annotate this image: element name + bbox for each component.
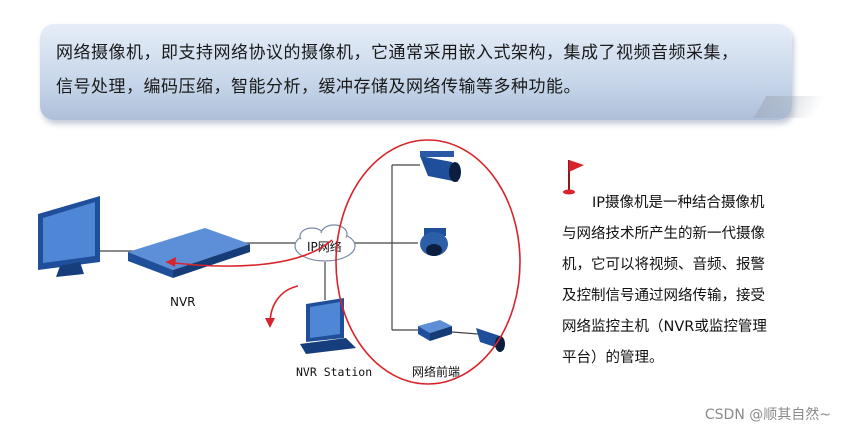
arrowhead-icon [265, 318, 275, 328]
description-line-5: 网络监控主机（NVR或监控管理 [562, 319, 767, 335]
laptop-icon [300, 298, 356, 354]
description-line-6: 平台）的管理。 [562, 350, 664, 366]
summary-banner [40, 24, 792, 120]
dome-camera-icon [420, 228, 448, 256]
analog-camera-icon [476, 328, 505, 352]
monitor-icon [38, 196, 100, 277]
front-end-label: 网络前端 [412, 364, 460, 379]
description-line-2: 与网络技术所产生的新一代摄像 [562, 226, 765, 242]
encoder-box-icon [418, 320, 452, 341]
front-end-highlight [335, 139, 521, 385]
arrowhead-icon [166, 257, 176, 267]
connection-lines [100, 164, 479, 335]
watermark: CSDN @顺其自然~ [704, 407, 831, 423]
banner-line-2: 信号处理，编码压缩，智能分析，缓冲存储及网络传输等多种功能。 [56, 77, 581, 97]
nvr-label: NVR [170, 295, 196, 309]
banner-text: 网络摄像机，即支持网络协议的摄像机，它通常采用嵌入式架构，集成了视频音频采集， … [56, 36, 776, 104]
nvr-device-icon [128, 228, 250, 278]
description-line-4: 及控制信号通过网络传输，接受 [562, 288, 765, 304]
description-line-1: IP摄像机是一种结合摄像机 [592, 195, 765, 211]
stream-arrow-to-nvr [165, 239, 333, 267]
banner-line-1: 网络摄像机，即支持网络协议的摄像机，它通常采用嵌入式架构，集成了视频音频采集， [56, 43, 739, 63]
station-label: NVR Station [296, 365, 372, 379]
flag-icon [563, 160, 584, 195]
description-line-3: 机，它可以将视频、音频、报警 [562, 257, 765, 273]
box-camera-icon [420, 151, 461, 182]
ip-camera-description: IP摄像机是一种结合摄像机 与网络技术所产生的新一代摄像 机，它可以将视频、音频… [562, 188, 802, 374]
